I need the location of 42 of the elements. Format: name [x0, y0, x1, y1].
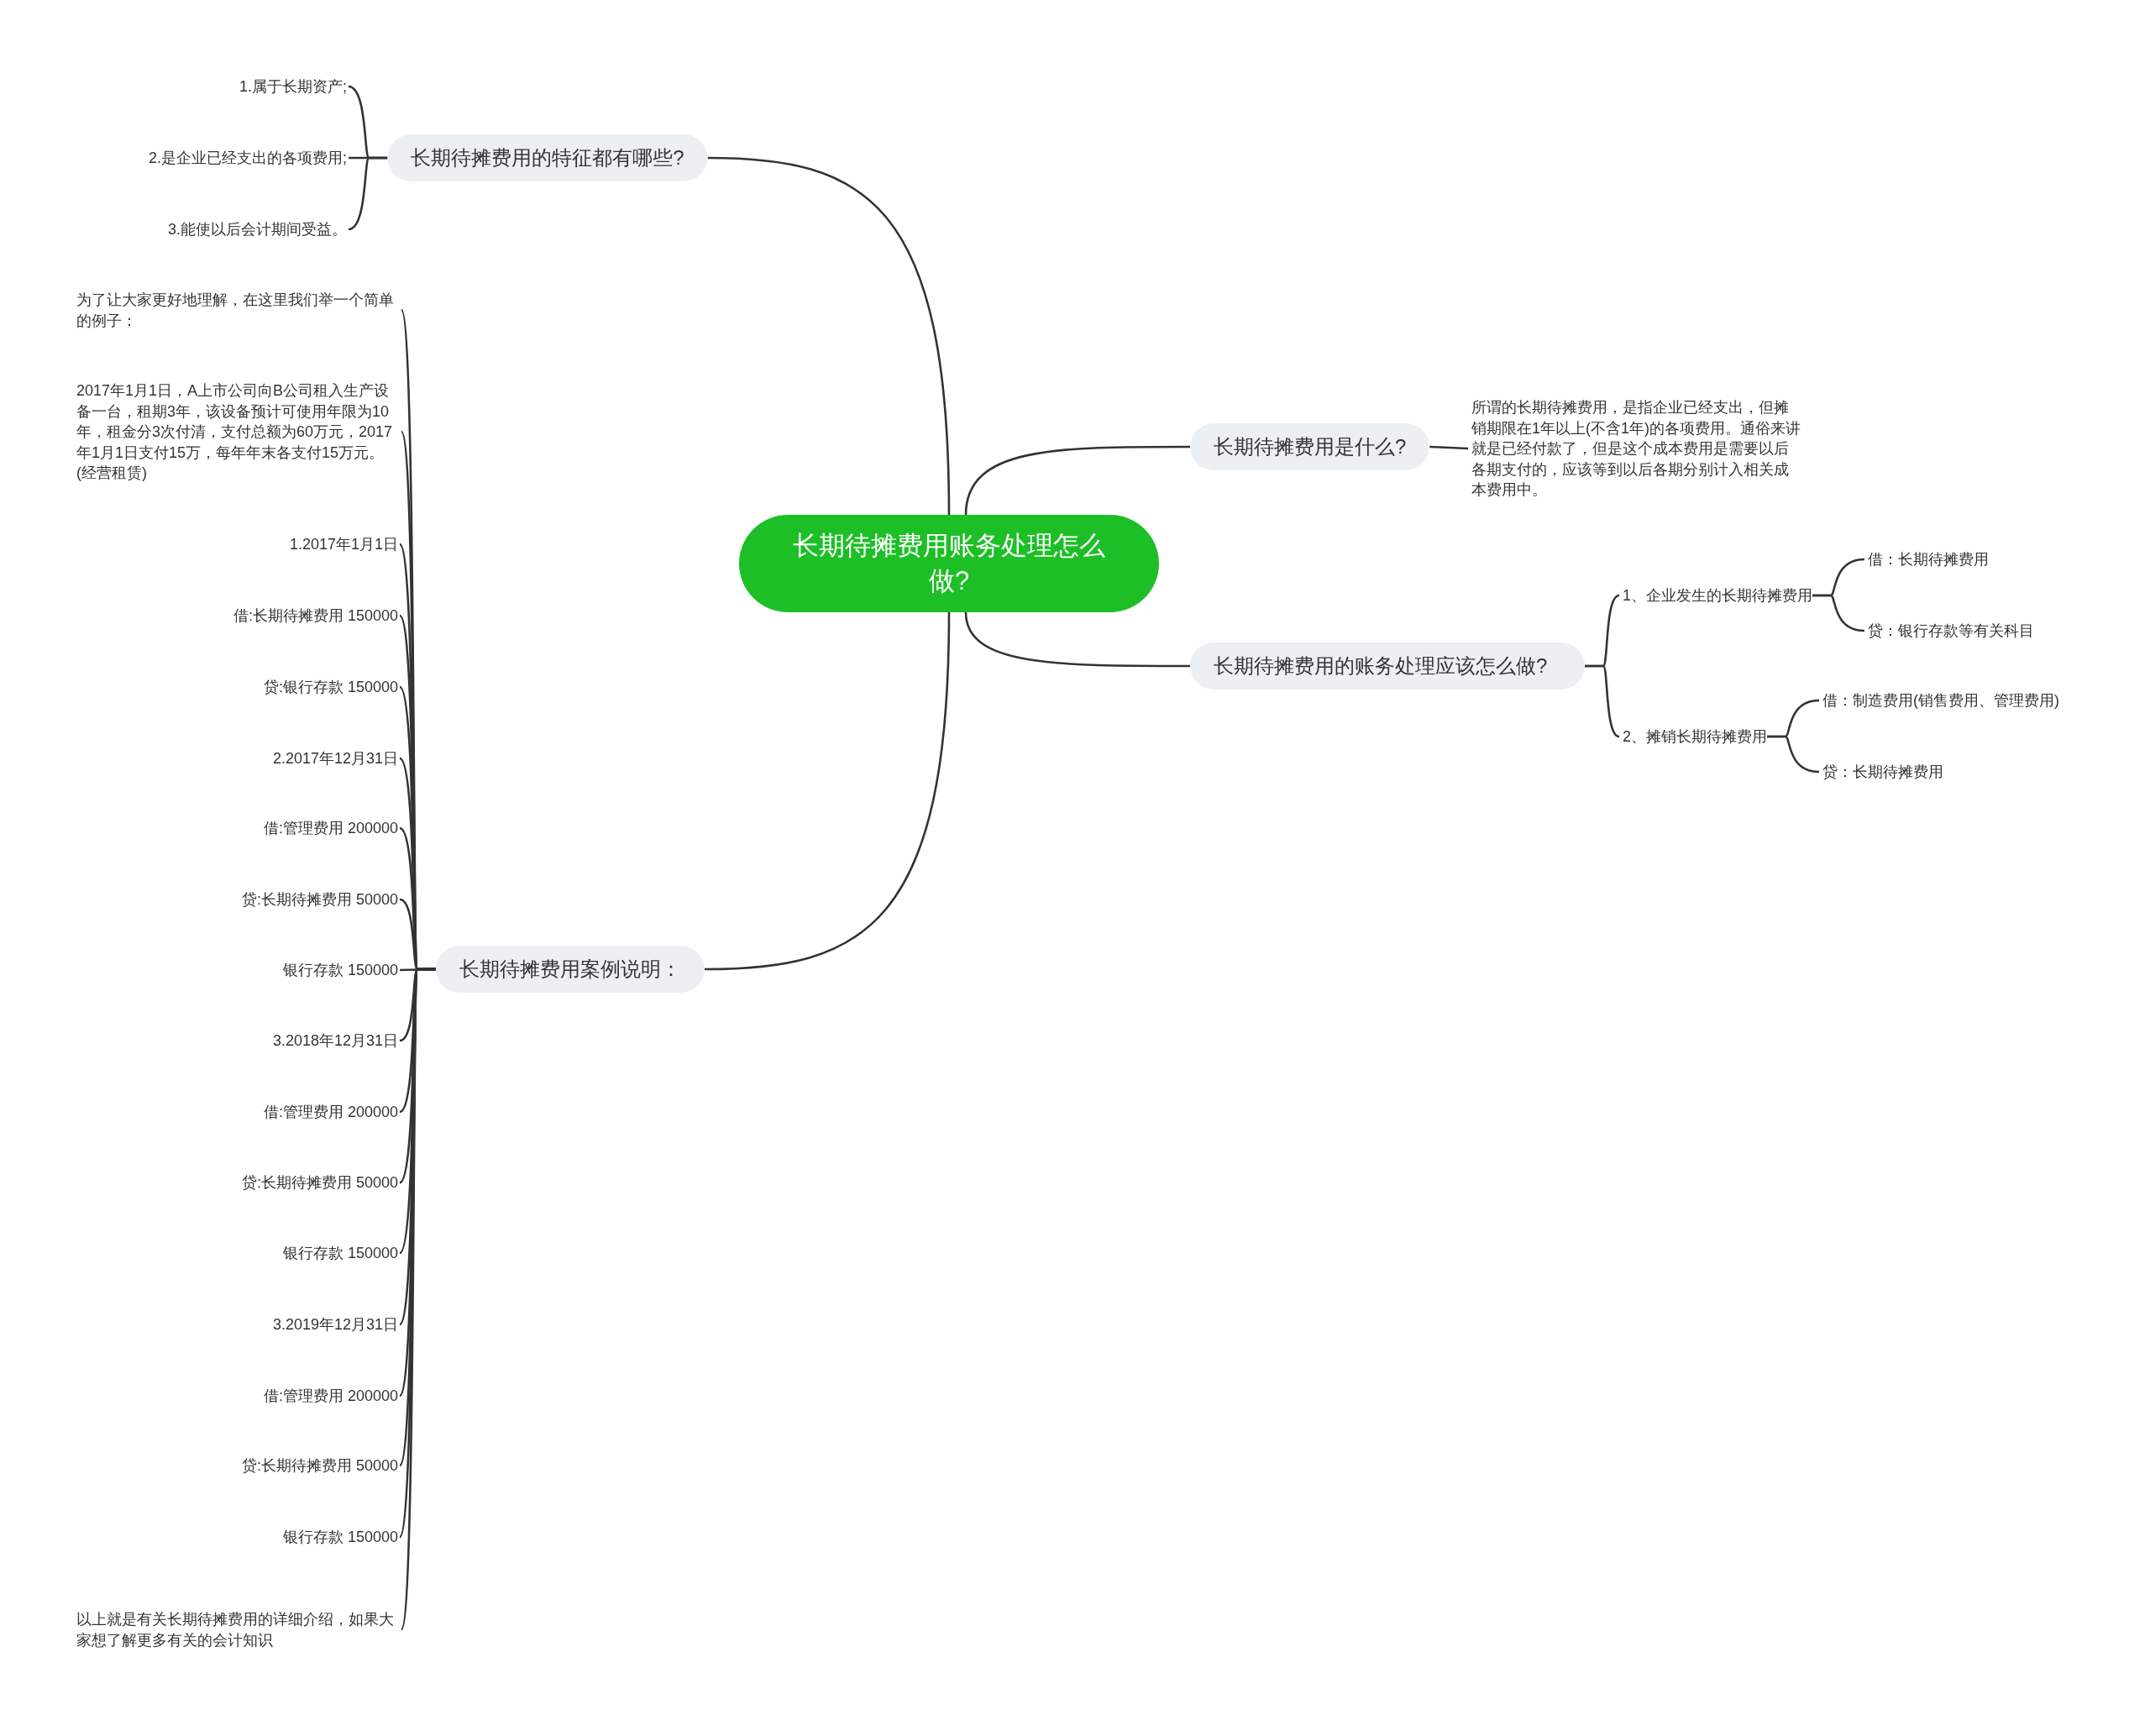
topic-pill: 长期待摊费用是什么?: [1190, 423, 1430, 470]
branch-text: 2.2017年12月31日: [272, 747, 398, 769]
branch-text: 1.属于长期资产;: [239, 76, 347, 97]
note-paragraph: 以上就是有关长期待摊费用的详细介绍，如果大家想了解更多有关的会计知识: [76, 1608, 400, 1650]
branch-text: 1.2017年1月1日: [289, 533, 398, 555]
branch-text: 3.2018年12月31日: [272, 1030, 398, 1052]
connector-line: [1767, 735, 1820, 774]
central-topic: 长期待摊费用账务处理怎么做?: [739, 515, 1159, 612]
connector-line: [704, 611, 951, 971]
branch-text: 银行存款 150000: [282, 1242, 398, 1264]
connector-line: [348, 156, 388, 231]
branch-text: 借:长期待摊费用 150000: [233, 605, 398, 627]
connector-line: [707, 156, 951, 516]
branch-text: 贷:银行存款 150000: [263, 676, 398, 698]
note-paragraph: 2017年1月1日，A上市公司向B公司租入生产设备一台，租期3年，该设备预计可使用年限为10年，租金分3次付清，支付总额为60万元，2017年1月1日支付15万，每年年末各支付15万元。(经营租赁): [76, 380, 400, 484]
note-paragraph: 所谓的长期待摊费用，是指企业已经支出，但摊销期限在1年以上(不含1年)的各项费用。通俗来讲就是已经付款了，但是这个成本费用是需要以后各期支付的，应该等到以后各期分别计入相关成本费用中。: [1471, 396, 1801, 501]
branch-text: 3.能使以后会计期间受益。: [168, 218, 347, 240]
topic-pill: 长期待摊费用的特征都有哪些?: [387, 134, 708, 181]
connector-line: [1585, 664, 1620, 738]
branch-text: 借：长期待摊费用: [1868, 548, 1989, 570]
branch-text: 贷:长期待摊费用 50000: [241, 889, 398, 910]
branch-text: 借:管理费用 200000: [263, 817, 398, 839]
branch-text: 借：制造费用(销售费用、管理费用): [1822, 690, 2059, 711]
connector-line: [964, 445, 1190, 516]
branch-text: 贷：长期待摊费用: [1822, 761, 1943, 783]
branch-text: 2、摊销长期待摊费用: [1623, 726, 1767, 747]
connector-line: [1812, 594, 1865, 632]
branch-text: 银行存款 150000: [282, 1526, 398, 1548]
branch-text: 3.2019年12月31日: [272, 1314, 398, 1335]
topic-pill: 长期待摊费用的账务处理应该怎么做?: [1190, 642, 1585, 690]
branch-text: 贷：银行存款等有关科目: [1868, 620, 2034, 642]
branch-text: 贷:长期待摊费用 50000: [241, 1455, 398, 1476]
branch-text: 借:管理费用 200000: [263, 1101, 398, 1123]
topic-pill: 长期待摊费用案例说明：: [436, 946, 705, 993]
branch-text: 贷:长期待摊费用 50000: [241, 1172, 398, 1193]
branch-text: 借:管理费用 200000: [263, 1385, 398, 1407]
note-paragraph: 为了让大家更好地理解，在这里我们举一个简单的例子：: [76, 289, 400, 331]
branch-text: 银行存款 150000: [282, 959, 398, 981]
connector-line: [964, 611, 1190, 668]
branch-text: 2.是企业已经支出的各项费用;: [149, 147, 347, 169]
connector-line: [1429, 445, 1469, 450]
branch-text: 1、企业发生的长期待摊费用: [1623, 585, 1812, 606]
